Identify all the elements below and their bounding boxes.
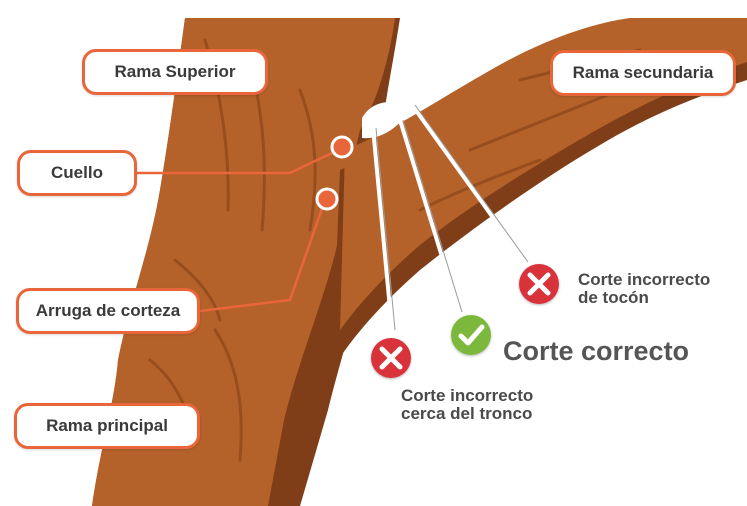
cut-lines	[371, 103, 527, 331]
branch-shadow	[332, 18, 747, 370]
x-mark-icon	[519, 264, 559, 304]
main-trunk	[92, 18, 395, 506]
cut-tocon-line2: de tocón	[578, 287, 649, 307]
cut-incorrect-tocon-text: Corte incorrecto de tocón	[578, 271, 710, 307]
label-cuello: Cuello	[17, 150, 137, 196]
cut-correct-text: Corte correcto	[503, 336, 690, 366]
collar-marker	[330, 135, 354, 159]
cut-tocon-line1: Corte incorrecto	[578, 270, 711, 289]
cut-tronco-line2: cerca del tronco	[401, 403, 533, 423]
check-mark-icon	[451, 315, 491, 355]
leader-lines	[137, 148, 339, 313]
secondary-branch	[340, 18, 747, 330]
label-arruga-corteza: Arruga de corteza	[16, 288, 200, 334]
label-rama-superior: Rama Superior	[82, 49, 268, 95]
cut-tronco-line1: Corte incorrecto	[401, 386, 534, 405]
label-rama-secundaria: Rama secundaria	[550, 50, 736, 96]
label-rama-principal: Rama principal	[14, 403, 200, 449]
bark-ridge-marker	[315, 187, 339, 211]
cut-incorrect-tronco-text: Corte incorrecto cerca del tronco	[401, 387, 533, 423]
x-mark-icon	[371, 338, 411, 378]
